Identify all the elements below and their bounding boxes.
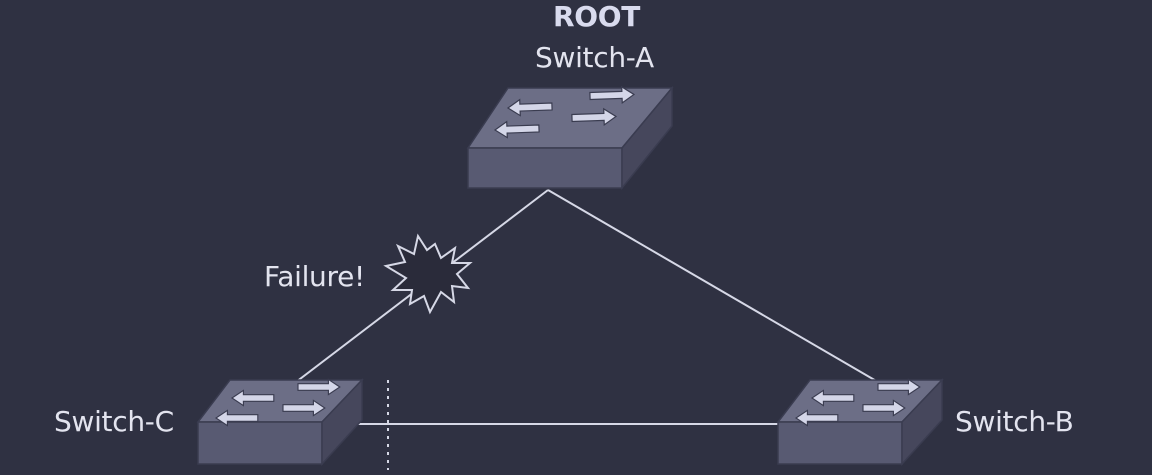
failure-burst-icon [383,233,473,315]
failure-label: Failure! [264,260,365,293]
switch-a-icon [466,85,674,191]
root-label: ROOT [553,0,641,33]
link-a-b [547,189,879,383]
switch-b-label: Switch-B [955,405,1074,438]
switch-c-icon [196,378,364,466]
switch-c-label: Switch-C [54,405,174,438]
switch-b-icon [776,378,944,466]
switch-a-label: Switch-A [535,41,654,74]
